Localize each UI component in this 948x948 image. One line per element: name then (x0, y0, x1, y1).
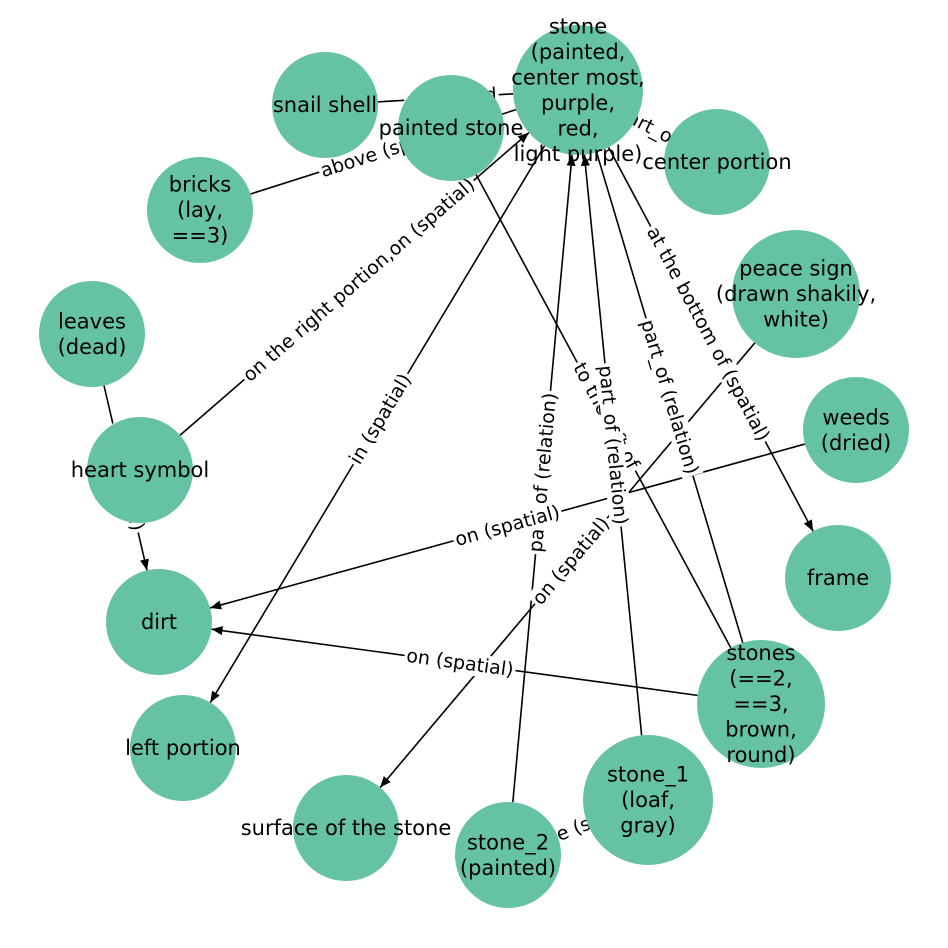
node-leaves: leaves(dead) (39, 281, 145, 387)
node-label: ==3, (733, 692, 788, 716)
node-stone: stone(painted,center most,purple,red,lig… (511, 14, 644, 166)
node-label: center most, (511, 65, 644, 89)
arrowhead (580, 154, 590, 167)
node-circle (455, 802, 561, 908)
edge-label-background (526, 511, 616, 611)
node-circle (664, 109, 770, 215)
node-label: purple, (541, 91, 615, 115)
arrowhead (566, 154, 576, 167)
node-left-portion: left portion (125, 695, 241, 801)
arrowhead (380, 776, 391, 788)
node-label: white) (763, 308, 829, 332)
node-label: peace sign (739, 257, 853, 281)
node-weeds: weeds(dried) (803, 377, 909, 483)
node-label: stone_1 (607, 763, 689, 788)
node-label: gray) (620, 814, 675, 838)
node-circle (583, 735, 713, 865)
node-circle (130, 695, 236, 801)
node-label: (lay, (177, 198, 223, 222)
node-label: (drawn shakily, (716, 282, 876, 306)
node-label: painted stone (379, 116, 524, 140)
arrowhead (211, 626, 224, 636)
node-label: center portion (642, 150, 791, 174)
node-label: left portion (125, 736, 241, 760)
node-circle (785, 525, 891, 631)
node-label: weeds (822, 405, 889, 429)
node-circle (697, 640, 825, 768)
node-label: ==3) (172, 224, 229, 248)
node-circle (732, 230, 860, 358)
node-stones: stones(==2,==3,brown,round) (697, 640, 825, 768)
node-surface-of-the-stone: surface of the stone (241, 775, 452, 881)
node-label: heart symbol (71, 458, 209, 482)
edge-label-background (237, 172, 481, 388)
node-center-portion: center portion (642, 109, 792, 215)
node-circle (398, 75, 504, 181)
node-label: stone (549, 14, 607, 38)
edge-label-background (403, 644, 517, 682)
edge-label-background (635, 315, 704, 479)
edge-label-background (641, 221, 775, 447)
node-peace-sign: peace sign(drawn shakily,white) (716, 230, 876, 358)
arrowhead (210, 600, 222, 610)
node-circle (803, 377, 909, 483)
edge-label: on the right portion,on (spatial) (239, 174, 480, 387)
edge-label: part_of (relation) (636, 317, 703, 477)
node-circle (272, 52, 378, 158)
node-stone-2: stone_2(painted) (455, 802, 561, 908)
edge-label: in (spatial) (345, 370, 416, 468)
arrowhead (140, 558, 149, 571)
node-heart-symbol: heart symbol (71, 417, 209, 523)
node-label: (loaf, (621, 788, 675, 812)
node-circle (293, 775, 399, 881)
edge-label-group: on the right portion,on (spatial) (237, 172, 481, 388)
arrowhead (517, 132, 529, 144)
node-label: (dried) (821, 431, 891, 455)
node-circle (106, 569, 212, 675)
node-label: (painted, (531, 40, 626, 64)
node-label: dirt (141, 610, 177, 634)
node-frame: frame (785, 525, 891, 631)
node-label: leaves (58, 309, 126, 333)
node-snail-shell: snail shell (272, 52, 378, 158)
nodes-layer: stone(painted,center most,purple,red,lig… (39, 14, 909, 908)
node-circle (39, 281, 145, 387)
edge-label: on (spatial) (405, 645, 515, 681)
edge-label-background (343, 368, 418, 470)
node-label: (dead) (58, 335, 127, 359)
node-label: (painted) (460, 856, 556, 880)
edge-label-group: part_of (relation) (635, 315, 704, 479)
node-label: frame (807, 566, 869, 590)
arrowhead (210, 690, 220, 703)
node-label: red, (557, 116, 598, 140)
node-circle (87, 417, 193, 523)
node-label: stone_2 (467, 830, 549, 855)
edge-label-group: on (spatial) (403, 644, 517, 682)
node-label: light purple) (514, 142, 643, 166)
node-painted-stone: painted stone (379, 75, 524, 181)
node-bricks: bricks(lay,==3) (147, 157, 253, 263)
node-circle (147, 157, 253, 263)
node-circle (513, 25, 643, 155)
node-label: round) (726, 743, 795, 767)
node-label: (==2, (729, 667, 792, 691)
edge-label-group: in (spatial) (343, 368, 418, 470)
arrowhead (803, 519, 814, 532)
node-label: brown, (725, 718, 797, 742)
node-dirt: dirt (106, 569, 212, 675)
node-stone-1: stone_1(loaf,gray) (583, 735, 713, 865)
node-label: bricks (169, 173, 231, 197)
edge-label-background (594, 362, 632, 528)
node-label: snail shell (273, 93, 377, 117)
node-label: stones (726, 641, 795, 665)
node-label: surface of the stone (241, 816, 452, 840)
edge-label-background (450, 500, 565, 552)
